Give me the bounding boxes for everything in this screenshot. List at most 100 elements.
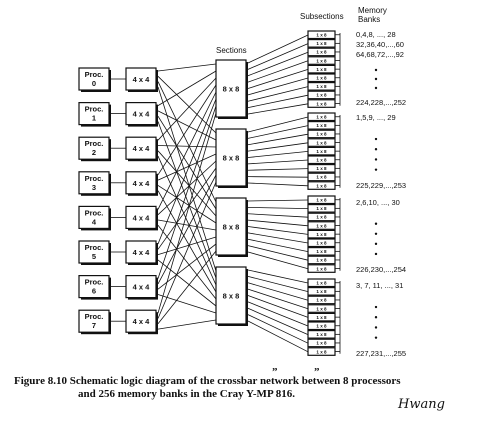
section-to-subsection-wire bbox=[247, 168, 309, 171]
ellipsis-dot bbox=[374, 86, 378, 90]
section-to-subsection-wire bbox=[247, 176, 309, 178]
subsection-1x8-label: 1 x 8 bbox=[316, 341, 327, 346]
section-8x8-label: 8 x 8 bbox=[223, 223, 240, 232]
section-to-subsection-wire bbox=[247, 245, 309, 261]
subsection-1x8-block bbox=[307, 295, 336, 305]
subsection-1x8-label: 1 x 8 bbox=[316, 183, 327, 188]
processor-number: 5 bbox=[92, 252, 96, 261]
subsection-1x8-block bbox=[307, 181, 336, 190]
section-to-subsection-wire bbox=[247, 69, 309, 89]
subsection-1x8-block bbox=[307, 172, 336, 182]
subsection-1x8-label: 1 x 8 bbox=[316, 266, 327, 271]
subsection-1x8-block bbox=[307, 347, 336, 356]
crossbar-wire bbox=[157, 294, 217, 314]
subsection-1x8-label: 1 x 8 bbox=[316, 93, 327, 98]
memory-bank-label: 32,36,40,...,60 bbox=[356, 40, 404, 49]
switch-4x4-label: 4 x 4 bbox=[133, 213, 151, 222]
crossbar-wire bbox=[157, 219, 217, 231]
switch-4x4-label: 4 x 4 bbox=[133, 75, 151, 84]
processor-label: Proc. bbox=[85, 70, 104, 79]
memory-bank-label: 225,229,...,253 bbox=[356, 181, 406, 190]
memory-bank-label: 3, 7, 11, ..., 31 bbox=[356, 281, 403, 290]
section-to-subsection-wire bbox=[247, 288, 309, 310]
processor-block bbox=[78, 67, 110, 91]
subsection-1x8-label: 1 x 8 bbox=[316, 67, 327, 72]
memory-bank-label: 227,231,...,255 bbox=[356, 349, 406, 358]
section-to-subsection-wire bbox=[247, 142, 309, 152]
processor-label: Proc. bbox=[85, 243, 104, 252]
subsection-1x8-block bbox=[307, 30, 336, 40]
crossbar-wire bbox=[157, 76, 217, 134]
subsection-1x8-label: 1 x 8 bbox=[316, 298, 327, 303]
processor-block bbox=[78, 171, 110, 195]
ellipsis-dot bbox=[374, 68, 378, 72]
ellipsis-dot bbox=[374, 232, 378, 236]
switch-4x4-block bbox=[125, 136, 157, 160]
caption-line-2: and 256 memory banks in the Cray Y-MP 81… bbox=[78, 388, 296, 400]
processor-block bbox=[78, 309, 110, 333]
section-to-subsection-wire bbox=[247, 269, 309, 284]
switch-4x4-label: 4 x 4 bbox=[133, 283, 151, 292]
subsection-1x8-block bbox=[307, 255, 336, 265]
section-to-subsection-wire bbox=[247, 232, 309, 244]
subsection-1x8-block bbox=[307, 330, 336, 339]
section-to-subsection-wire bbox=[247, 182, 309, 187]
subsection-1x8-label: 1 x 8 bbox=[316, 41, 327, 46]
switch-4x4-block bbox=[125, 101, 157, 126]
subsection-1x8-label: 1 x 8 bbox=[316, 332, 327, 337]
subsection-1x8-block bbox=[307, 47, 336, 57]
section-to-subsection-wire bbox=[247, 199, 309, 202]
subsection-1x8-label: 1 x 8 bbox=[316, 166, 327, 171]
subsection-1x8-block bbox=[307, 338, 336, 348]
crossbar-wire bbox=[157, 174, 217, 285]
subsection-1x8-label: 1 x 8 bbox=[316, 281, 327, 286]
crossbar-wire bbox=[157, 110, 217, 141]
subsection-1x8-block bbox=[307, 129, 336, 139]
subsection-1x8-block bbox=[307, 155, 336, 165]
section-to-subsection-wire bbox=[247, 133, 309, 146]
crossbar-wire bbox=[157, 112, 217, 314]
subsection-1x8-block bbox=[307, 64, 336, 74]
diagram-labels: Sections Subsections Memory Banks Proc.0… bbox=[85, 6, 406, 358]
subsection-1x8-block bbox=[307, 138, 336, 147]
ellipsis-dot bbox=[374, 168, 378, 171]
switch-4x4-label: 4 x 4 bbox=[133, 110, 151, 119]
ellipsis-dot bbox=[374, 222, 378, 225]
subsection-1x8-label: 1 x 8 bbox=[316, 249, 327, 254]
crossbar-wire bbox=[157, 63, 217, 72]
crossbar-wire bbox=[157, 225, 217, 300]
section-to-subsection-wire bbox=[247, 320, 309, 353]
subsection-1x8-label: 1 x 8 bbox=[316, 349, 327, 354]
subsection-1x8-label: 1 x 8 bbox=[316, 149, 327, 154]
switch-4x4-block bbox=[125, 205, 157, 229]
ellipsis-dot bbox=[374, 336, 378, 339]
crossbar-wire bbox=[157, 98, 217, 245]
subsection-1x8-label: 1 x 8 bbox=[316, 215, 327, 220]
handwritten-mark: ” bbox=[314, 366, 320, 378]
crossbar-wire bbox=[157, 185, 217, 224]
subsection-1x8-label: 1 x 8 bbox=[316, 206, 327, 211]
crossbar-wire bbox=[157, 181, 217, 319]
subsection-1x8-label: 1 x 8 bbox=[316, 58, 327, 63]
section-to-subsection-wire bbox=[247, 251, 309, 270]
processor-number: 4 bbox=[92, 217, 97, 226]
section-8x8-label: 8 x 8 bbox=[223, 85, 240, 94]
ellipsis-dot bbox=[374, 137, 378, 141]
subsection-1x8-block bbox=[307, 312, 336, 322]
crossbar-wire bbox=[157, 236, 217, 255]
subsection-1x8-block bbox=[307, 321, 336, 331]
processor-number: 6 bbox=[92, 287, 96, 296]
processor-block bbox=[78, 101, 110, 126]
crossbar-wire bbox=[157, 160, 217, 215]
section-to-subsection-wire bbox=[247, 219, 309, 227]
subsection-1x8-label: 1 x 8 bbox=[316, 158, 327, 163]
section-to-subsection-wire bbox=[247, 43, 309, 70]
subsection-1x8-block bbox=[307, 238, 336, 248]
processor-label: Proc. bbox=[85, 208, 104, 217]
crossbar-wire bbox=[157, 77, 217, 141]
section-8x8-block bbox=[215, 128, 247, 187]
section-to-subsection-wire bbox=[247, 60, 309, 83]
handwritten-signature: Hwang bbox=[398, 397, 445, 412]
section-8x8-block bbox=[215, 59, 247, 118]
